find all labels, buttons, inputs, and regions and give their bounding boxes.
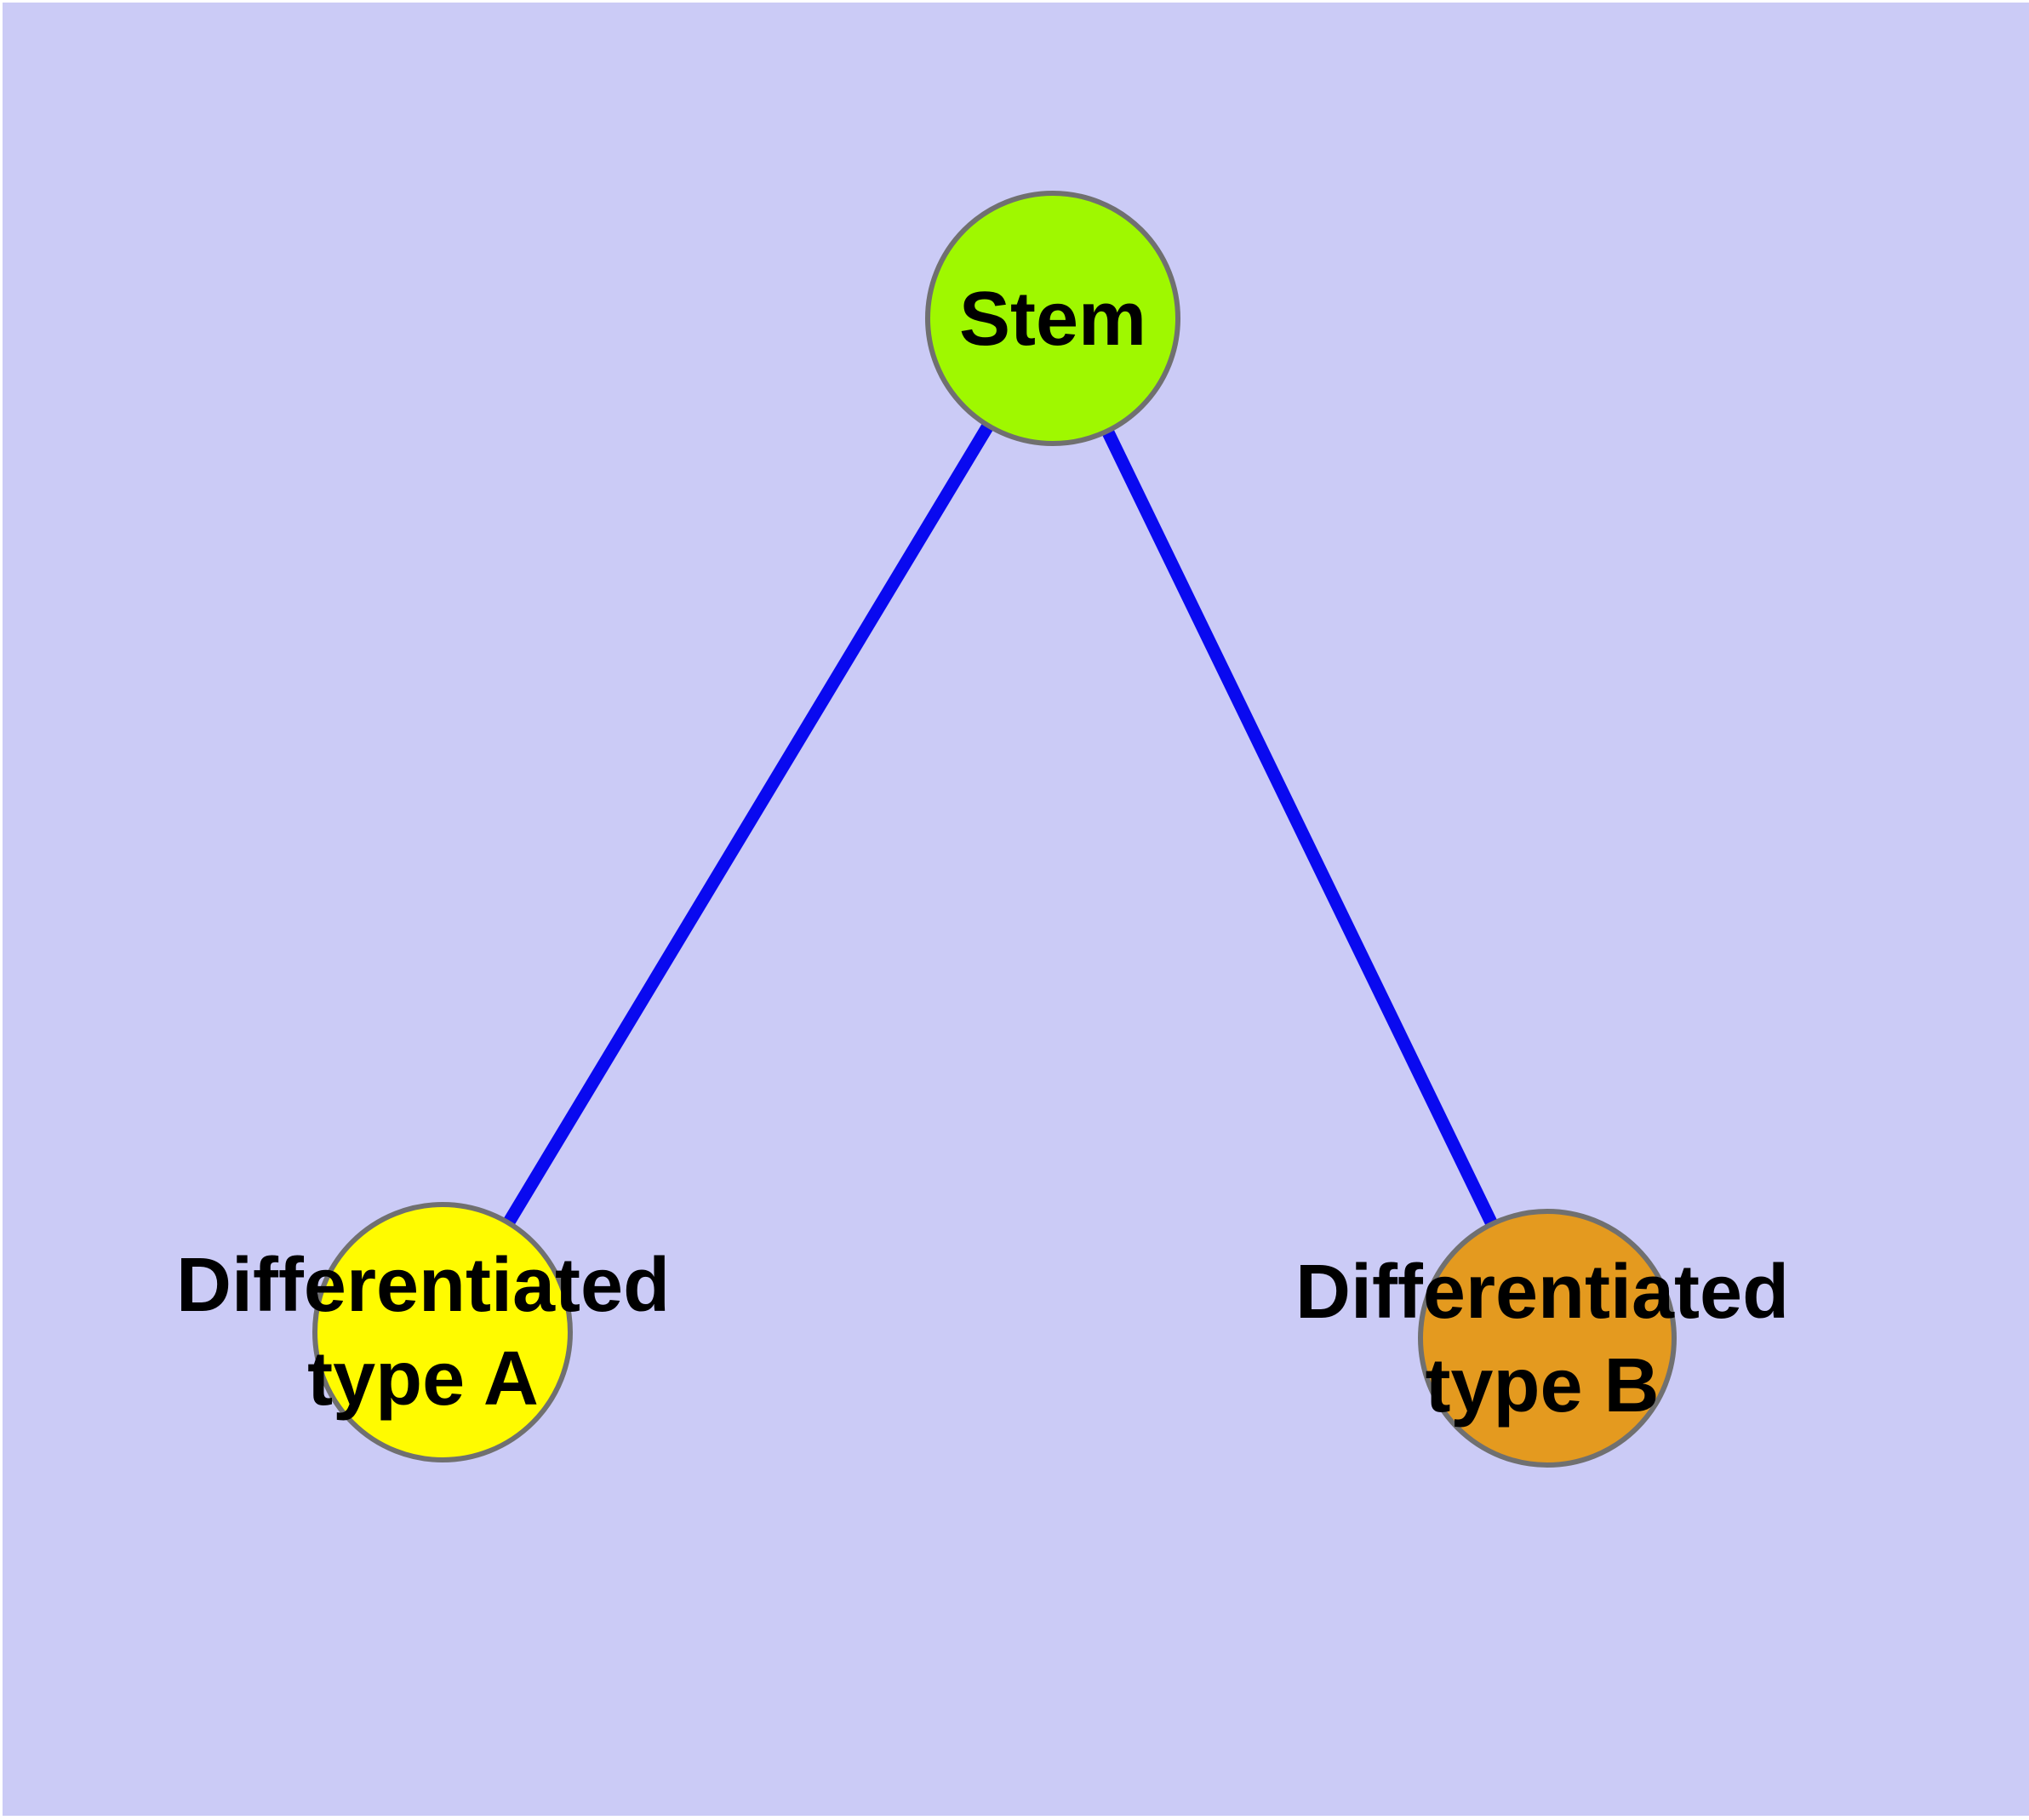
- node-stem: [925, 191, 1180, 446]
- edge-stem-to-type-b: [1047, 315, 1553, 1342]
- edge-stem-to-type-a: [437, 315, 1059, 1336]
- node-differentiated-type-b: [1418, 1209, 1677, 1468]
- node-differentiated-type-a: [312, 1202, 573, 1462]
